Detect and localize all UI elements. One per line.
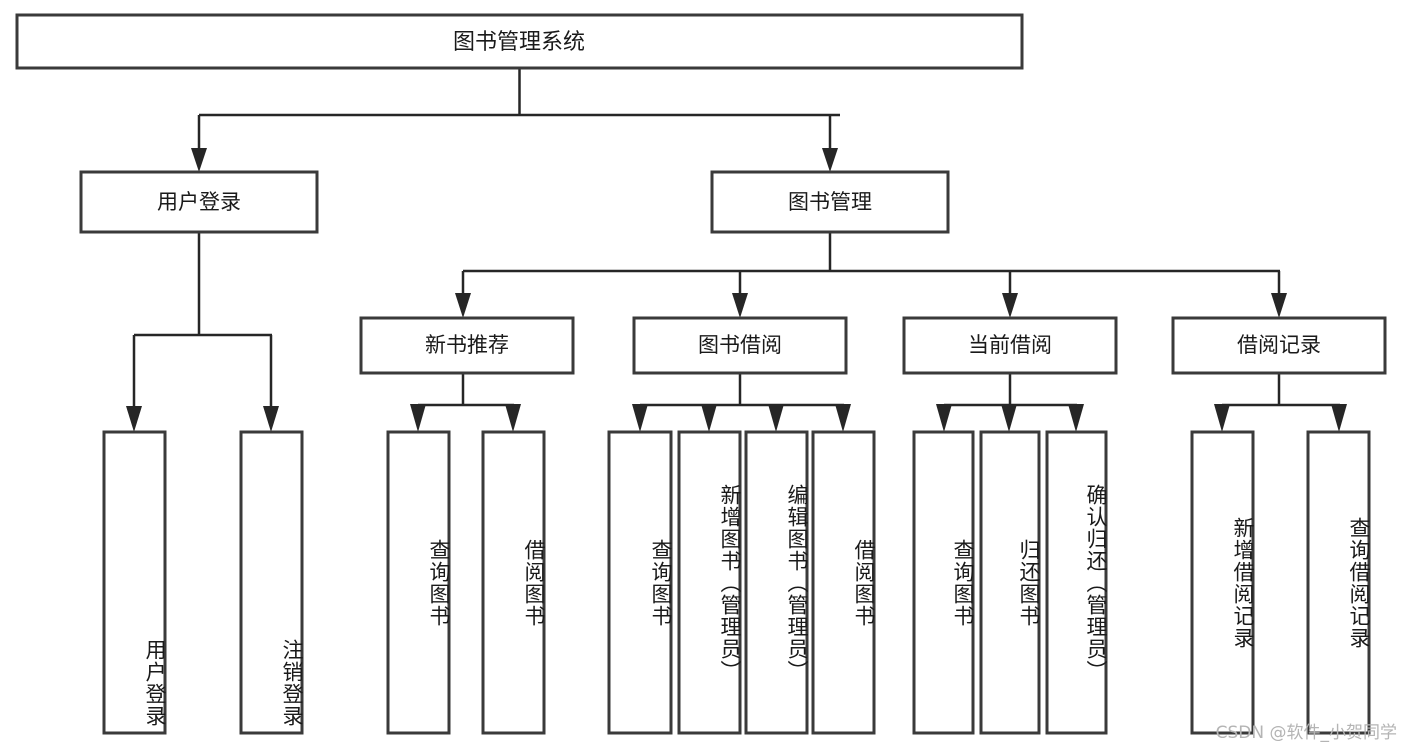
node-box-leaf-user-logout[interactable]: [239, 430, 304, 735]
arrow-head-leaf-query-book-3: [936, 404, 952, 432]
node-box-leaf-confirm-return[interactable]: [1045, 430, 1108, 735]
arrow-head-currentborrow: [1002, 293, 1018, 318]
node-label-book-borrow: 图书借阅: [698, 333, 782, 357]
node-box-book-borrow[interactable]: [632, 316, 848, 375]
arrow-head-leaf-edit-book: [768, 404, 784, 432]
node-box-leaf-query-book-1[interactable]: [386, 430, 451, 735]
arrow-head-newbook: [455, 293, 471, 318]
arrow-head-leaf-borrow-book-1: [505, 404, 521, 432]
node-label-new-book-recommend: 新书推荐: [425, 333, 509, 357]
arrow-head-leaf-user-login: [126, 406, 142, 432]
node-box-leaf-borrow-book-1[interactable]: [481, 430, 546, 735]
node-box-leaf-return-book[interactable]: [979, 430, 1041, 735]
arrow-head-leaf-return-book: [1001, 404, 1017, 432]
arrow-head-leaf-confirm-return: [1068, 404, 1084, 432]
node-box-leaf-query-book-3[interactable]: [912, 430, 975, 735]
node-layer: 图书管理系统 用户登录 图书管理 新书推荐 图书借阅 当前借阅 借阅记录: [15, 13, 1387, 735]
node-box-leaf-query-book-2[interactable]: [607, 430, 673, 735]
node-label-borrow-record: 借阅记录: [1237, 333, 1321, 357]
arrow-head-bookborrow: [732, 293, 748, 318]
arrow-head-leaf-borrow-book-2: [835, 404, 851, 432]
watermark-text: CSDN @软件_小贺同学: [1215, 723, 1397, 743]
node-label-book-management: 图书管理: [788, 190, 872, 214]
node-box-user-login[interactable]: [79, 170, 319, 234]
arrow-head-leaf-add-book: [701, 404, 717, 432]
node-box-book-management[interactable]: [710, 170, 950, 234]
arrow-head-userlogin: [191, 148, 207, 172]
node-label-user-login: 用户登录: [157, 190, 241, 214]
arrow-head-leaf-query-borrow-record: [1331, 404, 1347, 432]
node-box-new-book-recommend[interactable]: [359, 316, 575, 375]
arrow-head-leaf-query-book-1: [410, 404, 426, 432]
node-box-leaf-borrow-book-2[interactable]: [811, 430, 876, 735]
node-label-current-borrow: 当前借阅: [968, 333, 1052, 357]
arrow-head-leaf-user-logout: [263, 406, 279, 432]
node-box-leaf-query-borrow-record[interactable]: [1306, 430, 1371, 735]
arrow-head-bookmgmt: [822, 148, 838, 172]
arrow-head-borrowrecord: [1271, 293, 1287, 318]
node-box-leaf-add-book[interactable]: [677, 430, 742, 735]
node-label-root: 图书管理系统: [453, 30, 585, 55]
arrow-head-leaf-query-book-2: [632, 404, 648, 432]
node-box-borrow-record[interactable]: [1171, 316, 1387, 375]
connector-layer: [126, 68, 1347, 432]
node-box-leaf-add-borrow-record[interactable]: [1190, 430, 1255, 735]
arrow-head-leaf-add-borrow-record: [1214, 404, 1230, 432]
node-box-leaf-edit-book[interactable]: [744, 430, 809, 735]
node-box-current-borrow[interactable]: [902, 316, 1118, 375]
node-box-leaf-user-login[interactable]: [102, 430, 167, 735]
node-box-root[interactable]: [15, 13, 1024, 70]
